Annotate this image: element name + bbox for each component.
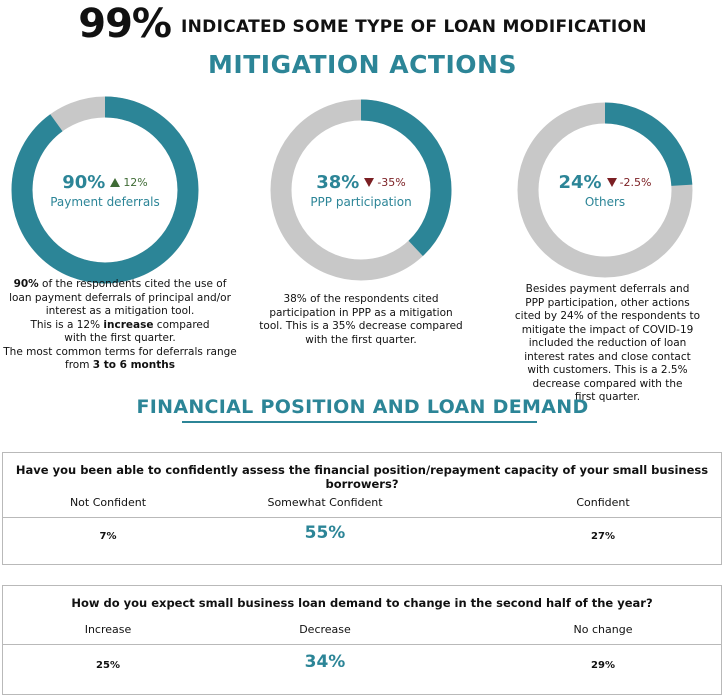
desc-line: 38% of the respondents cited <box>283 293 439 305</box>
triangle-up-icon <box>110 177 121 187</box>
financial-title: FINANCIAL POSITION AND LOAN DEMAND <box>136 396 589 418</box>
donut-chart <box>270 99 452 281</box>
column-label: Decrease <box>299 623 351 636</box>
cell-value-highlight: 34% <box>304 652 346 672</box>
desc-line: first quarter. <box>574 391 641 403</box>
description-payment-deferrals: 90% of the respondents cited the use of … <box>2 278 238 373</box>
survey-question: How do you expect small business loan de… <box>71 596 653 610</box>
desc-text: compared <box>153 318 210 331</box>
cell-value: 7% <box>99 531 117 542</box>
description-ppp: 38% of the respondents cited participati… <box>258 293 464 347</box>
column-label: No change <box>573 623 633 636</box>
value-row: 24% -2.5% <box>558 172 651 193</box>
row-divider <box>3 644 721 645</box>
headline: 99% INDICATED SOME TYPE OF LOAN MODIFICA… <box>0 0 725 48</box>
donut-label: Payment deferrals <box>50 194 160 209</box>
desc-line: interest rates and close contact <box>524 350 691 363</box>
desc-emphasis: 3 to 6 months <box>92 359 175 371</box>
change-value: -35% <box>377 175 406 189</box>
desc-line: interest as a mitigation tool. <box>45 305 195 317</box>
change-indicator: 12% <box>110 175 148 189</box>
desc-emphasis: increase <box>103 318 154 331</box>
desc-line: decrease compared with the <box>532 377 683 390</box>
donut-center: 24% -2.5% Others <box>510 95 700 285</box>
donut-arc <box>517 102 693 278</box>
donut-label: PPP participation <box>310 194 412 209</box>
desc-line: 90% of the respondents cited the use of <box>2 278 238 292</box>
triangle-down-icon <box>364 177 375 187</box>
change-value: -2.5% <box>619 175 652 189</box>
desc-lead: 90% <box>13 278 39 290</box>
desc-line: The most common terms for deferrals rang… <box>3 345 237 358</box>
desc-line: with the first quarter. <box>305 333 417 346</box>
column-label: Not Confident <box>69 496 147 509</box>
donut-label: Others <box>584 194 626 209</box>
donut-value: 38% <box>316 171 360 193</box>
headline-percent: 99% <box>78 1 172 47</box>
donut-others: 24% -2.5% Others <box>510 95 700 285</box>
desc-line: loan payment deferrals of principal and/… <box>9 291 231 304</box>
donut-chart <box>11 96 199 284</box>
donut-center: 38% -35% PPP participation <box>266 95 456 285</box>
donut-value: 24% <box>558 171 602 193</box>
desc-line: from 3 to 6 months <box>2 359 238 373</box>
desc-text: from <box>65 359 93 371</box>
desc-line: This is a 12% increase compared <box>2 319 238 333</box>
cell-value-highlight: 55% <box>304 523 346 543</box>
survey-table-loan-demand: How do you expect small business loan de… <box>2 585 722 695</box>
column-label: Confident <box>576 496 630 509</box>
donut-ppp-participation: 38% -35% PPP participation <box>266 95 456 285</box>
change-indicator: -2.5% <box>606 175 652 189</box>
donut-value: 90% <box>62 171 106 193</box>
desc-line: cited by 24% of the respondents to <box>514 310 701 322</box>
desc-text: This is a 12% <box>30 318 104 331</box>
desc-line: PPP participation, other actions <box>525 296 690 309</box>
desc-line: included the reduction of loan <box>528 337 687 349</box>
column-label: Somewhat Confident <box>267 496 383 509</box>
desc-line: mitigate the impact of COVID-19 <box>521 323 694 336</box>
donut-arc <box>11 96 199 284</box>
desc-line: with the first quarter. <box>64 332 176 344</box>
donut-payment-deferrals: 90% 12% Payment deferrals <box>10 95 200 285</box>
donut-chart <box>517 102 693 278</box>
donut-arc <box>270 99 452 281</box>
cell-value: 29% <box>591 660 615 671</box>
triangle-down-icon <box>606 177 617 187</box>
desc-text: of the respondents cited the use of <box>38 278 227 290</box>
desc-line: Besides payment deferrals and <box>525 283 690 295</box>
donut-center: 90% 12% Payment deferrals <box>10 95 200 285</box>
mitigation-title: MITIGATION ACTIONS <box>208 50 517 79</box>
survey-table-financial-position: Have you been able to confidently assess… <box>2 452 722 565</box>
cell-value: 25% <box>96 660 120 671</box>
cell-value: 27% <box>591 531 615 542</box>
title-underline <box>182 421 537 423</box>
change-indicator: -35% <box>364 175 406 189</box>
desc-line: tool. This is a 35% decrease compared <box>259 320 463 332</box>
headline-text: INDICATED SOME TYPE OF LOAN MODIFICATION <box>181 17 647 37</box>
desc-line: participation in PPP as a mitigation <box>269 306 453 319</box>
survey-question: Have you been able to confidently assess… <box>15 463 709 491</box>
change-value: 12% <box>123 175 148 189</box>
row-divider <box>3 517 721 518</box>
value-row: 90% 12% <box>62 172 148 193</box>
value-row: 38% -35% <box>316 172 406 193</box>
column-label: Increase <box>84 623 132 636</box>
desc-line: with customers. This is a 2.5% <box>527 364 688 376</box>
description-others: Besides payment deferrals and PPP partic… <box>505 283 710 405</box>
